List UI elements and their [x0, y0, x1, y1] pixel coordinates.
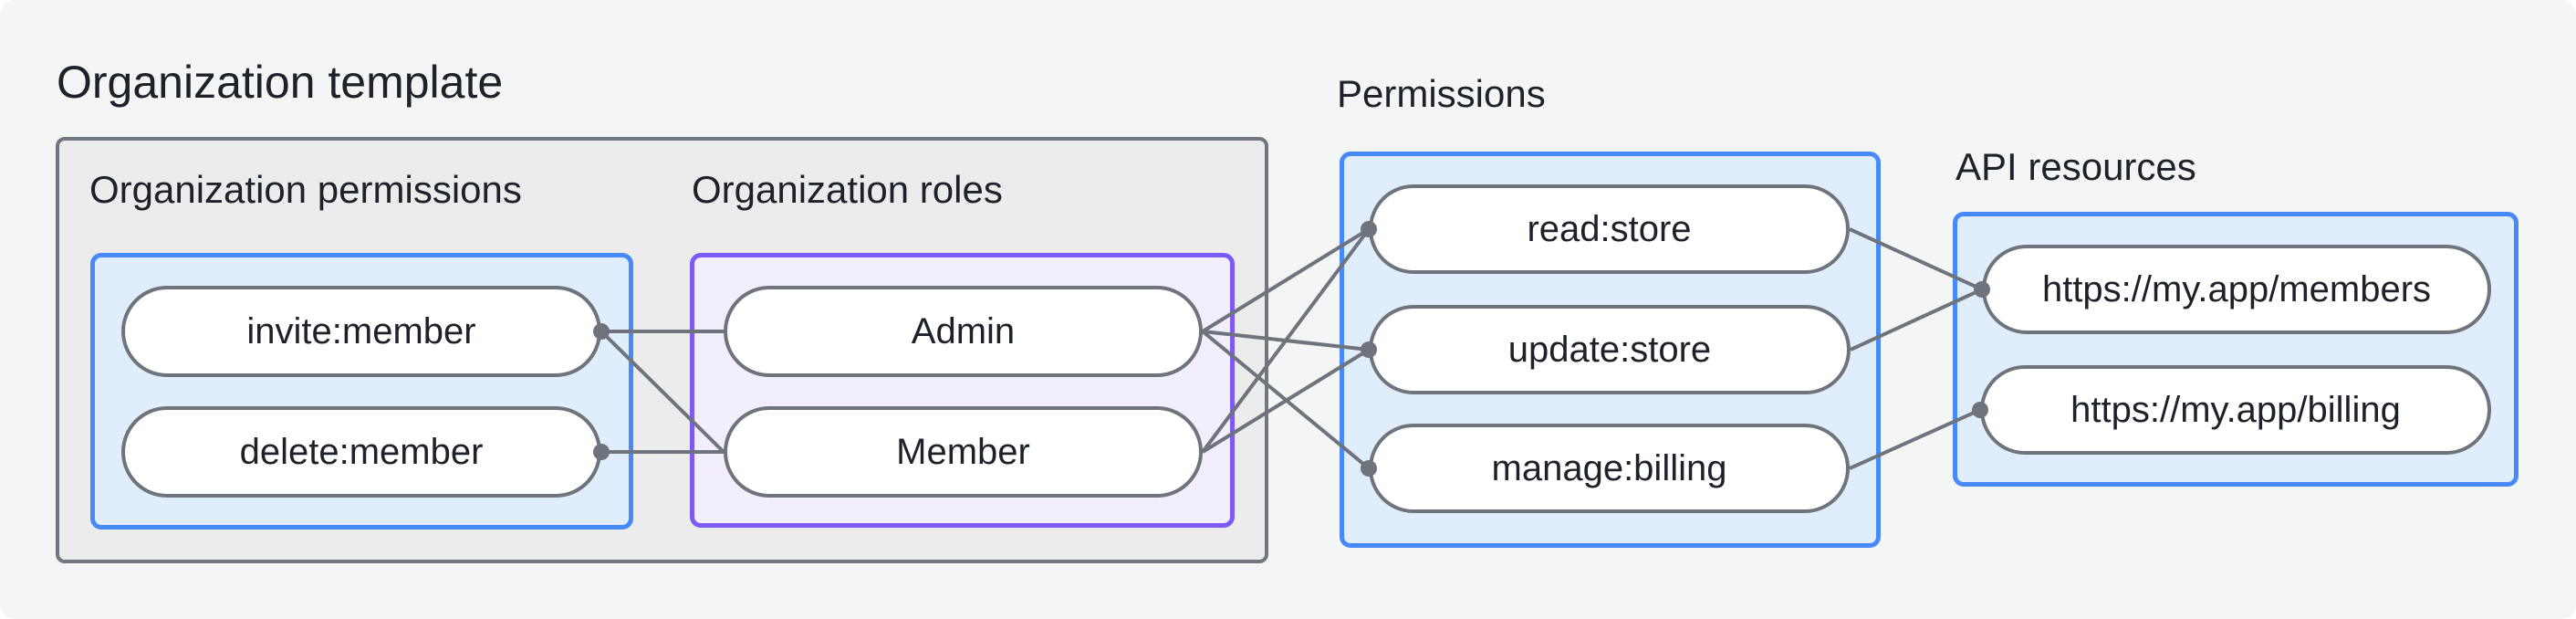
node-admin-role: Admin	[724, 286, 1203, 377]
permissions-heading: Permissions	[1337, 72, 1546, 115]
organization-template-title: Organization template	[57, 57, 504, 108]
node-read-store: read:store	[1369, 184, 1850, 274]
node-delete-member: delete:member	[121, 406, 601, 498]
node-manage-billing: manage:billing	[1369, 424, 1850, 513]
node-api-members-url: https://my.app/members	[1982, 245, 2491, 334]
organization-roles-heading: Organization roles	[692, 168, 1003, 211]
node-update-store: update:store	[1369, 305, 1851, 394]
api-resources-heading: API resources	[1955, 145, 2196, 188]
node-member-role: Member	[724, 406, 1203, 498]
organization-permissions-heading: Organization permissions	[89, 168, 522, 211]
node-invite-member: invite:member	[121, 286, 601, 377]
node-api-billing-url: https://my.app/billing	[1980, 365, 2491, 455]
